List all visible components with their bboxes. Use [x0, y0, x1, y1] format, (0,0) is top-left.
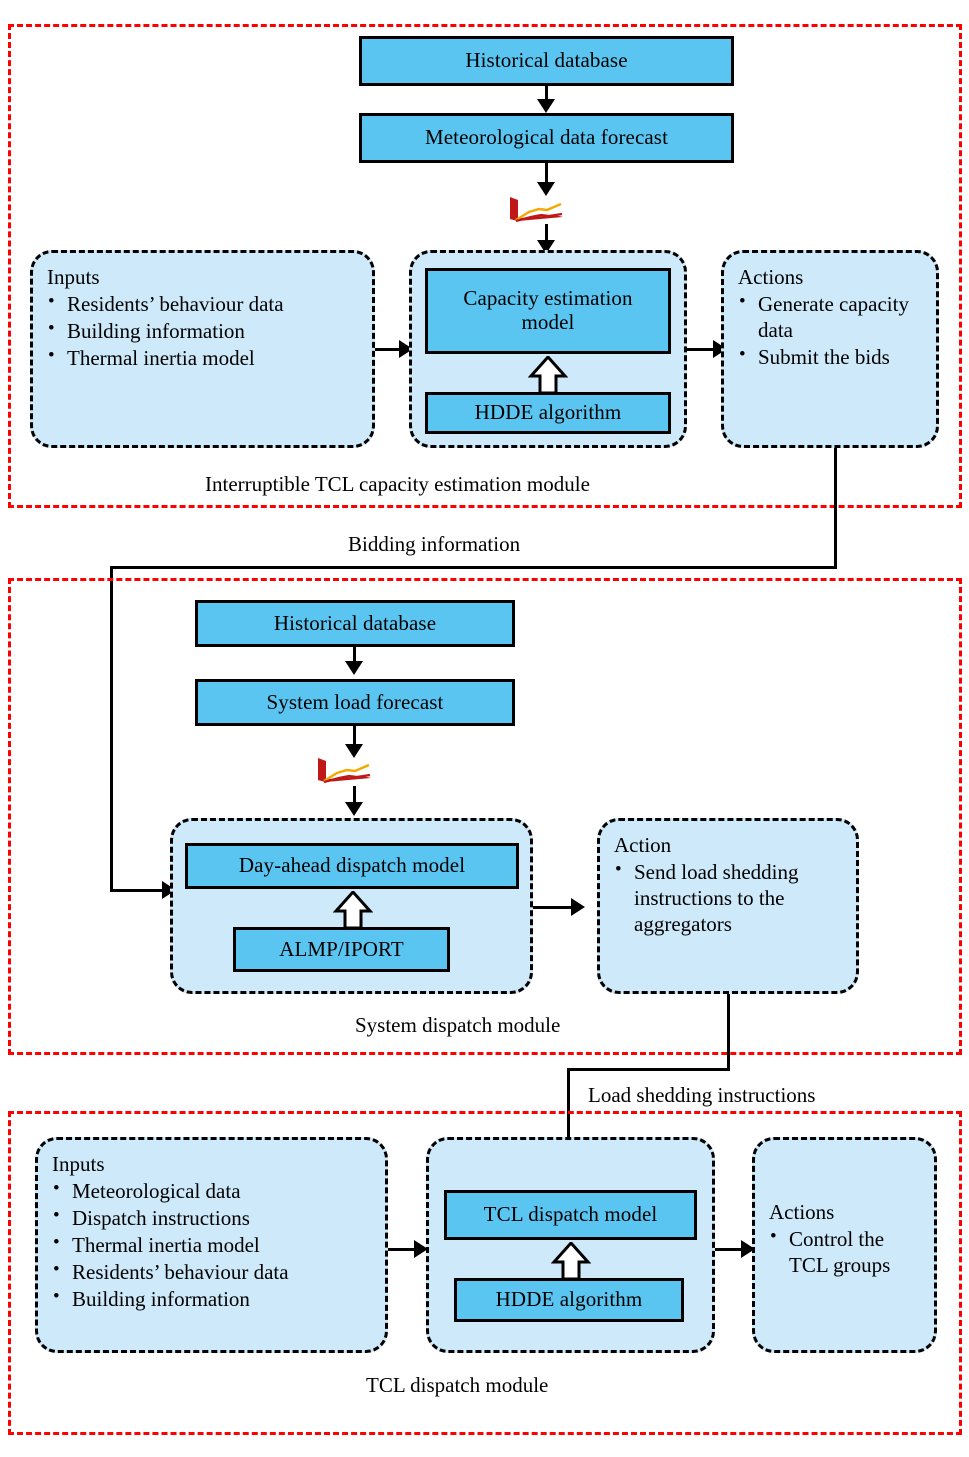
- panel-actions-m1: Actions Generate capacity data Submit th…: [721, 250, 939, 448]
- box-system-load-forecast[interactable]: System load forecast: [195, 679, 515, 726]
- connector-m2-top-3: [353, 786, 356, 804]
- block-arrow-hdde-to-model-m1: [528, 356, 568, 394]
- box-hdde-algorithm-m3[interactable]: HDDE algorithm: [454, 1278, 684, 1322]
- connector-m2-top-2: [353, 726, 356, 746]
- list-item: Thermal inertia model: [52, 1231, 377, 1258]
- panel-title-action-m2: Action: [614, 833, 672, 857]
- arrowhead-m2-top-3: [345, 802, 363, 816]
- arrowhead-model-to-actions-m3: [741, 1240, 755, 1258]
- box-hdde-algorithm-m1[interactable]: HDDE algorithm: [425, 392, 671, 434]
- list-item: Generate capacity data: [738, 290, 928, 343]
- connector-m2-top-1: [353, 647, 356, 663]
- panel-list-actions-m3: Control the TCL groups: [769, 1225, 926, 1278]
- panel-title-actions-m3: Actions: [769, 1200, 835, 1224]
- connector-model-to-action-m2: [533, 906, 573, 909]
- box-tcl-dispatch-model[interactable]: TCL dispatch model: [444, 1190, 697, 1240]
- arrowhead-model-to-action-m2: [571, 898, 585, 916]
- connector-model-to-actions-m3: [715, 1248, 743, 1251]
- module-frame-tcl-dispatch: [8, 1111, 962, 1435]
- module-caption-system-dispatch: System dispatch module: [355, 1013, 561, 1037]
- module-frame-capacity-estimation: [8, 24, 962, 508]
- connector-bidding-v2: [110, 566, 113, 891]
- connector-model-to-actions-m1: [687, 348, 715, 351]
- arrowhead-m2-top-2: [345, 744, 363, 758]
- list-item: Submit the bids: [738, 343, 928, 370]
- panel-list-inputs-m1: Residents’ behaviour data Building infor…: [47, 290, 364, 371]
- panel-inputs-m1: Inputs Residents’ behaviour data Buildin…: [30, 250, 375, 448]
- panel-list-inputs-m3: Meteorological data Dispatch instruction…: [52, 1177, 377, 1312]
- module-caption-capacity-estimation: Interruptible TCL capacity estimation mo…: [205, 472, 590, 496]
- connector-m1-top-3: [545, 224, 548, 242]
- connector-m1-top-1: [545, 86, 548, 101]
- box-historical-database-m2[interactable]: Historical database: [195, 600, 515, 647]
- panel-title-inputs-m1: Inputs: [47, 265, 100, 289]
- connector-loadshed-v2: [567, 1068, 570, 1142]
- list-item: Residents’ behaviour data: [52, 1258, 377, 1285]
- block-arrow-hdde-to-model-m3: [551, 1242, 591, 1280]
- connector-loadshed-v1: [727, 994, 730, 1071]
- box-capacity-estimation-model[interactable]: Capacity estimation model: [425, 268, 671, 354]
- arrowhead-inputs-to-model-m3: [414, 1240, 428, 1258]
- box-meteorological-data-forecast[interactable]: Meteorological data forecast: [359, 113, 734, 163]
- arrowhead-m1-top-2: [537, 182, 555, 196]
- panel-list-action-m2: Send load shedding instructions to the a…: [614, 858, 848, 937]
- panel-action-m2: Action Send load shedding instructions t…: [597, 818, 859, 994]
- connector-bidding-h1: [110, 566, 837, 569]
- connector-loadshed-h1: [567, 1068, 730, 1071]
- list-item: Dispatch instructions: [52, 1204, 377, 1231]
- connector-m1-top-2: [545, 163, 548, 184]
- block-arrow-almp-to-model-m2: [333, 891, 373, 929]
- list-item: Residents’ behaviour data: [47, 290, 364, 317]
- connector-inputs-to-model-m1: [375, 348, 401, 351]
- panel-list-actions-m1: Generate capacity data Submit the bids: [738, 290, 928, 370]
- list-item: Building information: [52, 1285, 377, 1312]
- list-item: Send load shedding instructions to the a…: [614, 858, 848, 937]
- forecast-chart-icon-m1: [510, 197, 563, 223]
- module-frame-system-dispatch: [8, 578, 962, 1055]
- box-almp-iport[interactable]: ALMP/IPORT: [233, 927, 450, 972]
- connector-inputs-to-model-m3: [388, 1248, 416, 1251]
- box-day-ahead-dispatch-model[interactable]: Day-ahead dispatch model: [185, 843, 519, 889]
- box-historical-database-m1[interactable]: Historical database: [359, 36, 734, 86]
- connector-bidding-v1: [834, 448, 837, 569]
- list-item: Control the TCL groups: [769, 1225, 926, 1278]
- panel-actions-m3: Actions Control the TCL groups: [752, 1137, 937, 1353]
- panel-inputs-m3: Inputs Meteorological data Dispatch inst…: [35, 1137, 388, 1353]
- panel-title-actions-m1: Actions: [738, 265, 804, 289]
- arrowhead-m2-top-1: [345, 661, 363, 675]
- connector-label-load-shedding-instructions: Load shedding instructions: [588, 1083, 816, 1107]
- forecast-chart-icon-m2: [318, 758, 371, 784]
- connector-label-bidding-information: Bidding information: [348, 532, 521, 556]
- module-caption-tcl-dispatch: TCL dispatch module: [366, 1373, 549, 1397]
- arrowhead-m1-top-1: [537, 99, 555, 113]
- list-item: Building information: [47, 317, 364, 344]
- panel-title-inputs-m3: Inputs: [52, 1152, 105, 1176]
- list-item: Meteorological data: [52, 1177, 377, 1204]
- connector-bidding-h2: [110, 889, 164, 892]
- list-item: Thermal inertia model: [47, 344, 364, 371]
